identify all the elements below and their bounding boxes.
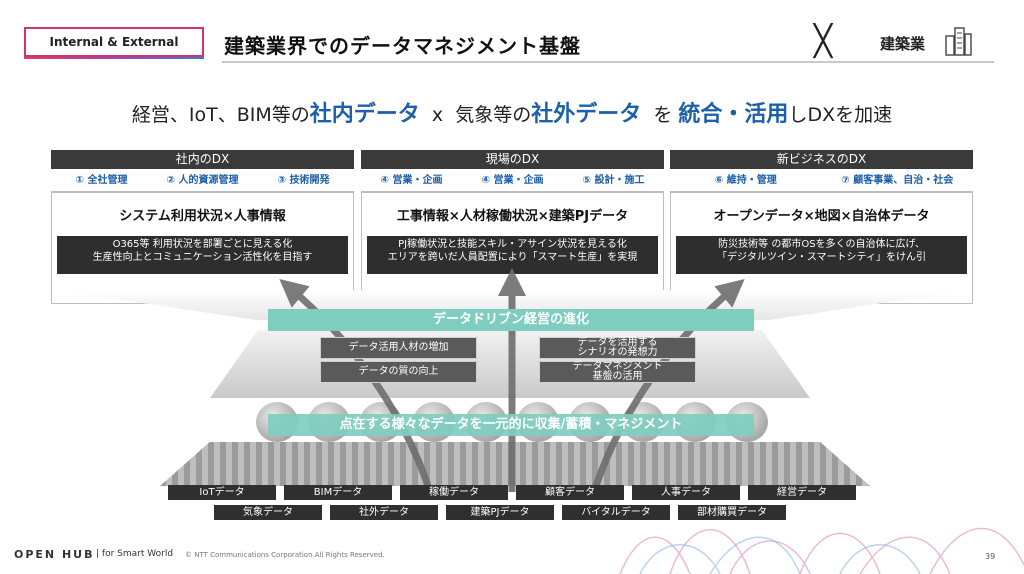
right-item: データマネジメント 基盤の活用 [539, 361, 696, 383]
data-chip: 人事データ [632, 485, 740, 500]
cross-mark: ╳ [814, 24, 833, 59]
column-sub: ④ 営業・企画 [380, 175, 443, 186]
data-chip: 社外データ [330, 505, 438, 520]
column-desc: 防災技術等 の都市OSを多くの自治体に広げ、 「デジタルツイン・スマートシティ」… [676, 236, 967, 274]
column-title: 工事情報×人材稼働状況×建築PJデータ [396, 209, 629, 224]
headline-part1: 経営、IoT、BIM等の [131, 104, 310, 126]
column-head: 社内のDX [51, 150, 354, 169]
column-sub: ① 全社管理 [75, 175, 128, 186]
headline-part4: しDXを加速 [788, 104, 893, 126]
data-chip: 気象データ [214, 505, 322, 520]
headline-part2: 気象等の [455, 104, 532, 126]
column-desc: PJ稼働状況と技能スキル・アサイン状況を見える化 エリアを跨いだ人員配置により「… [367, 236, 658, 274]
column-subs: ④ 営業・企画 ④ 営業・企画 ⑤ 設計・施工 [361, 171, 664, 192]
brand-logo: OPEN HUB [14, 548, 95, 561]
headline-internal-data: 社内データ [309, 102, 420, 127]
decorative-swirl [619, 527, 1024, 574]
industry-label: 建築業 [880, 35, 926, 53]
column-head: 新ビジネスのDX [670, 150, 973, 169]
tag-amp: & [107, 35, 118, 49]
data-chip: IoTデータ [168, 485, 276, 500]
column-subs: ⑥ 維持・管理 ⑦ 顧客事業、自治・社会 [670, 171, 973, 192]
column-sub: ② 人的資源管理 [166, 175, 239, 186]
column-sub: ⑤ 設計・施工 [582, 175, 645, 186]
brand-divider: | [96, 549, 100, 559]
data-chip: バイタルデータ [562, 505, 670, 520]
copyright: © NTT Communications Corporation All Rig… [185, 551, 385, 559]
data-chip: 稼働データ [400, 485, 508, 500]
headline-x: x [431, 104, 444, 126]
page-number: 39 [985, 552, 996, 561]
headline-integrate: 統合・活用 [678, 102, 789, 127]
left-item: データ活用人材の増加 [320, 337, 477, 359]
column-sub: ⑥ 維持・管理 [714, 175, 777, 186]
headline-part3: を [653, 104, 673, 126]
brand-sub: for Smart World [101, 549, 174, 559]
column-site-dx: 現場のDX ④ 営業・企画 ④ 営業・企画 ⑤ 設計・施工 工事情報×人材稼働状… [361, 150, 664, 304]
page-title: 建築業界でのデータマネジメント基盤 [224, 34, 581, 58]
brand-name: OPEN HUB [14, 548, 95, 561]
title-underline [206, 25, 994, 63]
data-chip: 部材購買データ [678, 505, 786, 520]
right-item: データを活用する シナリオの発想力 [539, 337, 696, 359]
data-chip: 顧客データ [516, 485, 624, 500]
column-sub: ③ 技術開発 [277, 175, 330, 186]
column-title: システム利用状況×人事情報 [119, 209, 286, 224]
data-chip: 建築PJデータ [446, 505, 554, 520]
data-chip: 経営データ [748, 485, 856, 500]
building-icon [945, 27, 972, 56]
column-desc: O365等 利用状況を部署ごとに見える化 生産性向上とコミュニケーション活性化を… [57, 236, 348, 274]
brand-tagline: | for Smart World [96, 549, 173, 559]
evolution-band: データドリブン経営の進化 [268, 309, 754, 331]
internal-external-tag: Internal & External [24, 27, 204, 59]
left-item: データの質の向上 [320, 361, 477, 383]
column-sub: ④ 営業・企画 [481, 175, 544, 186]
column-new-business-dx: 新ビジネスのDX ⑥ 維持・管理 ⑦ 顧客事業、自治・社会 オープンデータ×地図… [670, 150, 973, 304]
collect-band: 点在する様々なデータを一元的に収集/蓄積・マネジメント [268, 414, 754, 436]
column-subs: ① 全社管理 ② 人的資源管理 ③ 技術開発 [51, 171, 354, 192]
headline-external-data: 社外データ [531, 102, 642, 127]
column-head: 現場のDX [361, 150, 664, 169]
data-chip: BIMデータ [284, 485, 392, 500]
tag-external: External [121, 35, 179, 49]
headline: 経営、IoT、BIM等の社内データ x 気象等の社外データ を 統合・活用しDX… [0, 96, 1024, 128]
tag-internal: Internal [49, 35, 104, 49]
column-title: オープンデータ×地図×自治体データ [713, 209, 930, 224]
column-sub: ⑦ 顧客事業、自治・社会 [841, 175, 954, 186]
